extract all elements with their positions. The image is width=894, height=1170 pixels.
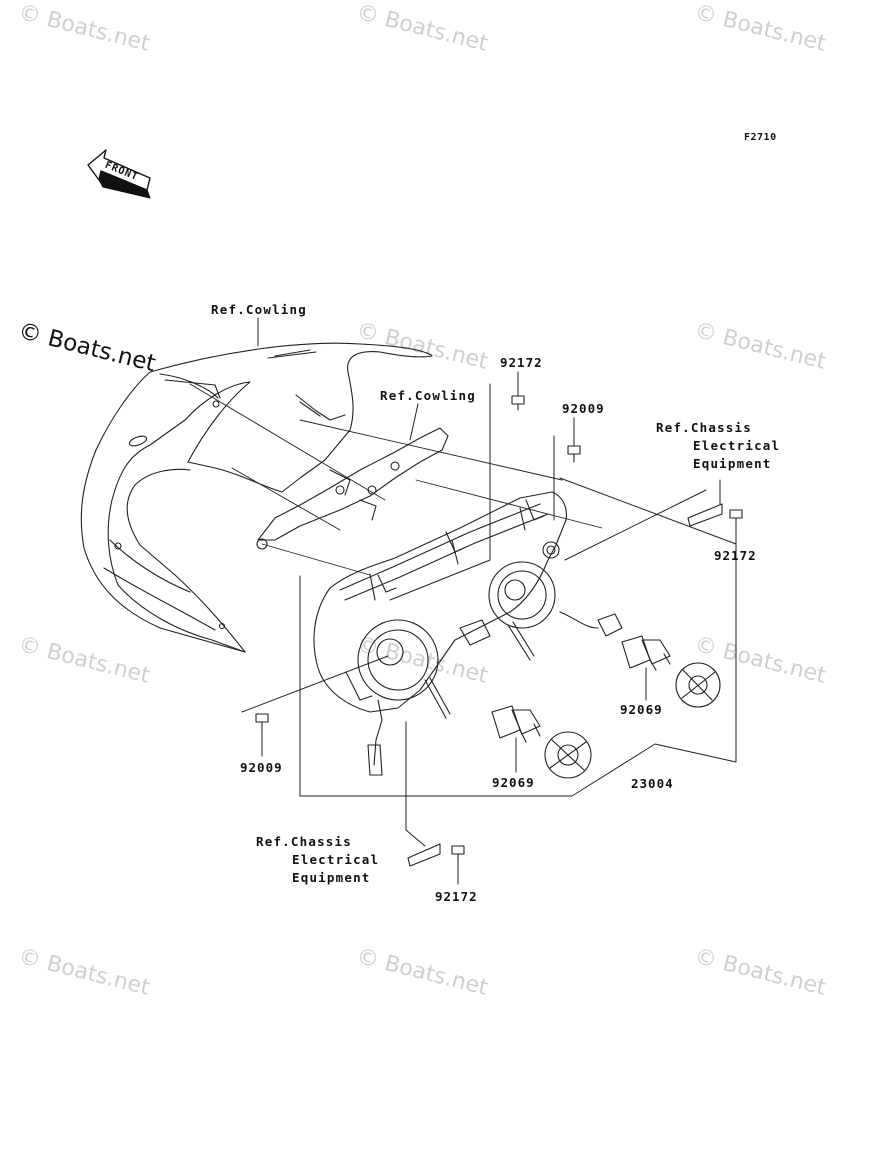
strap-bottom: [407, 843, 441, 867]
bolt-92009-top: [567, 445, 581, 463]
part-number-92172-right: 92172: [714, 548, 757, 563]
bolt-92009-left: [255, 713, 269, 731]
diagram-code: F2710: [744, 132, 777, 143]
ref-cowling-inner-label: Ref.Cowling: [380, 388, 476, 403]
part-number-92069-center: 92069: [492, 775, 535, 790]
bolt-92172-top: [511, 395, 525, 411]
ref-cowling-top-label: Ref.Cowling: [211, 302, 307, 317]
dust-cover-right: [675, 662, 721, 708]
part-number-92172-top: 92172: [500, 355, 543, 370]
part-number-92009-left: 92009: [240, 760, 283, 775]
part-number-92069-right: 92069: [620, 702, 663, 717]
bulb-center: [491, 705, 541, 743]
part-number-92172-bottom: 92172: [435, 889, 478, 904]
strap-right: [687, 503, 723, 527]
bolt-92172-bottom: [451, 845, 465, 861]
cowling-shape: [80, 342, 433, 653]
part-number-23004: 23004: [631, 776, 674, 791]
bulb-right: [621, 635, 671, 671]
bolt-92172-right: [729, 509, 743, 525]
front-arrow-icon: [87, 149, 151, 199]
part-number-92009-top: 92009: [562, 401, 605, 416]
headlight-housing: [313, 491, 623, 776]
dust-cover-center: [544, 731, 592, 779]
